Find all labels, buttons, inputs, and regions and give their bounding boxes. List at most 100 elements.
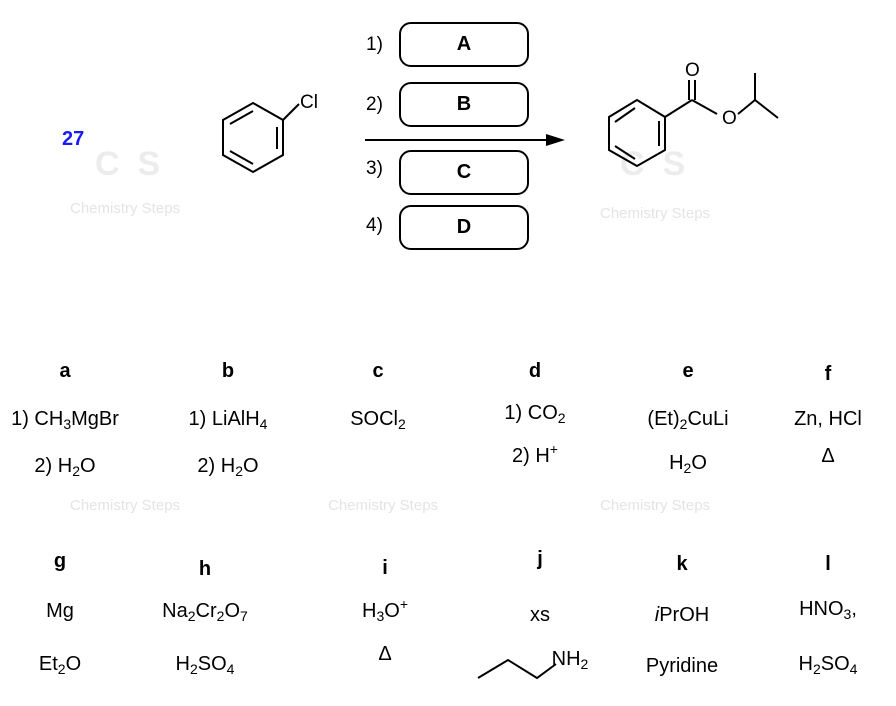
reagent-text: O	[80, 455, 96, 477]
reagent-text: (Et)	[647, 408, 680, 430]
option-letter: g	[53, 550, 67, 572]
watermark-logo: CS	[95, 145, 179, 183]
reagent-text: Pyridine	[645, 655, 719, 677]
reagent-text: 2	[557, 410, 566, 426]
reagent-line: Zn, HCl	[763, 408, 893, 431]
reagent-text: 2	[187, 608, 196, 624]
reagent-line: 2) H2O	[0, 455, 130, 478]
reagent-text: 4	[849, 661, 858, 677]
option-letter: i	[382, 557, 388, 579]
reagent-line: H2SO4	[140, 653, 270, 676]
reagent-text: 2	[679, 416, 688, 432]
reagent-text: Et	[38, 653, 58, 675]
propylamine-structure	[477, 658, 557, 680]
reagent-line: Δ	[320, 643, 450, 666]
reagent-text: Zn, HCl	[794, 408, 862, 430]
reagent-text: 2	[216, 608, 225, 624]
reagent-text: +	[399, 596, 408, 612]
reagent-line: Pyridine	[617, 655, 747, 678]
reagent-text: 3	[63, 416, 72, 432]
reagent-text: 7	[240, 608, 248, 624]
reagent-text: xs	[530, 604, 550, 626]
reagent-box-b[interactable]: B	[399, 82, 529, 127]
reagent-text: MgBr	[71, 408, 119, 430]
option-letter: k	[676, 553, 688, 575]
carbonyl-oxygen-label: O	[685, 60, 700, 81]
reagent-text: H	[798, 653, 813, 675]
reagent-box-a[interactable]: A	[399, 22, 529, 67]
reagent-text: H	[175, 653, 190, 675]
reagent-text: HNO	[799, 598, 844, 620]
option-letter: f	[824, 363, 832, 385]
reagent-line: Na2Cr2O7	[140, 600, 270, 623]
reagent-text: O	[224, 600, 241, 622]
watermark: Chemistry Steps	[70, 200, 181, 217]
reagent-text: 2	[812, 661, 821, 677]
reagent-text: O	[243, 455, 259, 477]
option-letter: b	[221, 360, 235, 382]
reagent-line: SOCl2	[313, 408, 443, 431]
option-letter: l	[825, 553, 831, 575]
reagent-text: i	[654, 604, 660, 626]
step-number: 3)	[366, 158, 383, 179]
watermark: Chemistry Steps	[70, 497, 181, 514]
reagent-box-d[interactable]: D	[399, 205, 529, 250]
reagent-text: +	[549, 441, 558, 457]
reagent-text: 1) CO	[504, 402, 558, 424]
step-number: 2)	[366, 94, 383, 115]
reagent-text: 2	[72, 463, 81, 479]
option-letter: j	[537, 548, 543, 570]
reagent-text: 4	[226, 661, 235, 677]
reagent-text: 2	[683, 460, 692, 476]
isopropyl-benzoate-structure	[608, 73, 779, 168]
step-number: 1)	[366, 34, 383, 55]
reagent-line: 2) H+	[470, 442, 600, 468]
watermark-logo: CS	[620, 145, 704, 183]
reagent-text: H	[362, 600, 377, 622]
reagent-text: 2	[580, 656, 589, 672]
reagent-text: 2	[235, 463, 244, 479]
reagent-text: 2	[189, 661, 198, 677]
reagent-line: 2) H2O	[163, 455, 293, 478]
reagent-line: 1) CH3MgBr	[0, 408, 130, 431]
ester-oxygen-label: O	[722, 108, 737, 129]
reagent-text: SOCl	[350, 408, 398, 430]
reagent-line: 1) CO2	[470, 402, 600, 425]
reagent-text: 1) CH	[11, 408, 64, 430]
reagent-line: H2O	[623, 452, 753, 475]
reagent-line: xs	[475, 604, 605, 627]
reagent-text: CuLi	[687, 408, 729, 430]
option-letter: c	[372, 360, 384, 382]
reagent-line: HNO3,	[763, 598, 893, 621]
reagent-text: SO	[197, 653, 227, 675]
reagent-text: Cr	[195, 600, 217, 622]
reagent-text: ,	[851, 598, 857, 620]
reagent-line: H3O+	[320, 597, 450, 623]
option-letter: e	[682, 360, 694, 382]
reagent-line: Mg	[0, 600, 125, 623]
reagent-text: Na	[162, 600, 188, 622]
question-number: 27	[62, 128, 85, 150]
reagent-box-c[interactable]: C	[399, 150, 529, 195]
watermark: Chemistry Steps	[600, 205, 711, 222]
chlorobenzene-structure	[222, 101, 300, 174]
reagent-line: NH2	[505, 648, 635, 671]
reagent-line: (Et)2CuLi	[623, 408, 753, 431]
step-number: 4)	[366, 215, 383, 236]
reagent-line: H2SO4	[763, 653, 893, 676]
reagent-text: 2) H	[197, 455, 236, 477]
reagent-text: H	[669, 452, 684, 474]
reagent-line: iPrOH	[617, 604, 747, 627]
reagent-text: Δ	[821, 445, 835, 467]
reagent-line: Δ	[763, 445, 893, 468]
reagent-line: Et2O	[0, 653, 125, 676]
reagent-text: O	[384, 600, 400, 622]
reagent-text: O	[691, 452, 707, 474]
reagent-text: O	[65, 653, 82, 675]
watermark: Chemistry Steps	[328, 497, 439, 514]
reagent-text: 2	[57, 661, 66, 677]
reagent-text: 3	[843, 606, 852, 622]
reagent-text: Mg	[46, 600, 74, 622]
reagent-text: 2) H	[512, 445, 550, 467]
